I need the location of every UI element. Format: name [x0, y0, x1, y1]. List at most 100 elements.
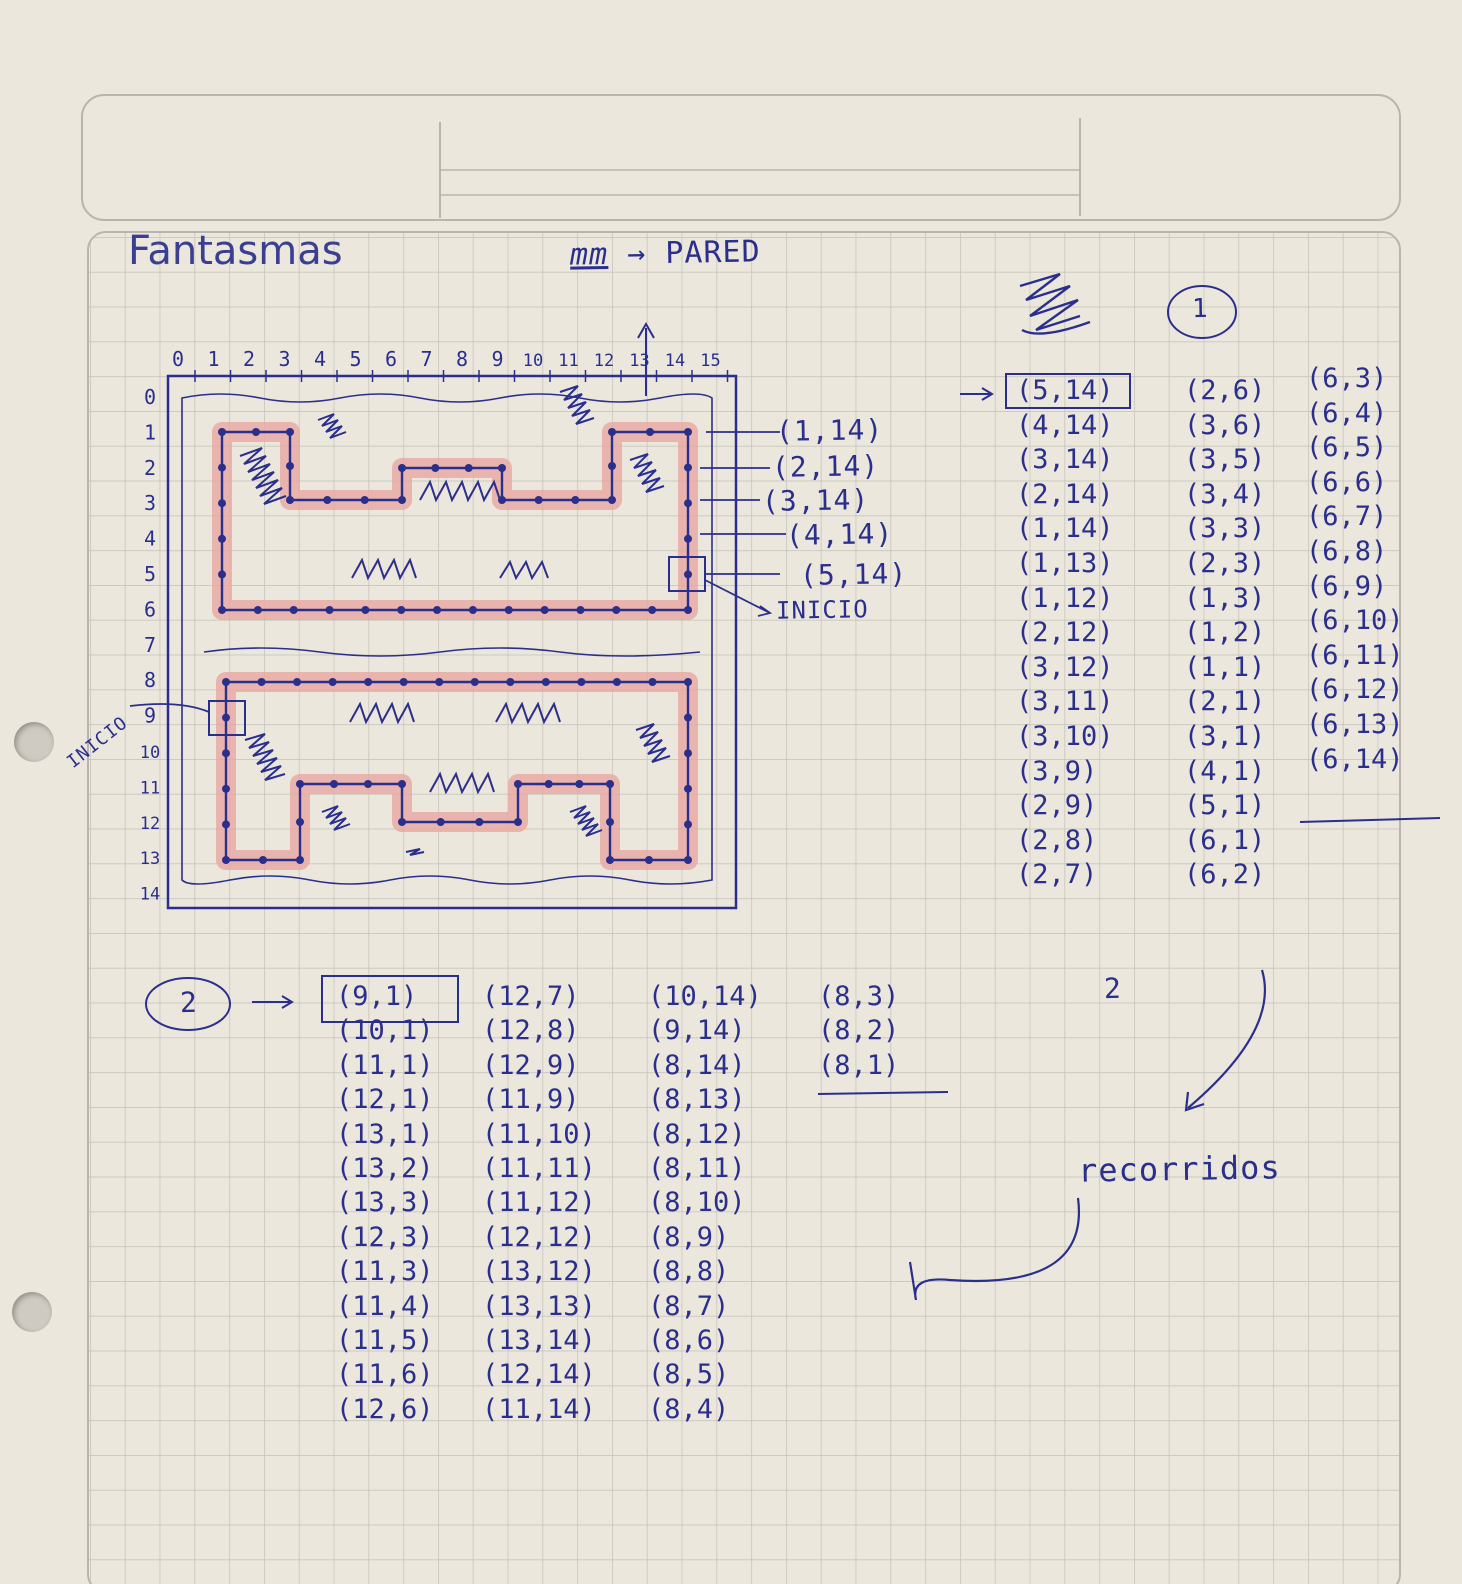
coordinate-entry: (6,8) [1306, 535, 1388, 567]
route-dot [259, 856, 267, 864]
row-label: 0 [144, 385, 156, 409]
column-label: 13 [629, 351, 649, 371]
route-dot [218, 570, 226, 579]
callout-label: (4,14) [785, 517, 894, 552]
route-dot [222, 784, 230, 793]
coordinate-entry: (5,14) [1016, 375, 1114, 406]
route-dot [435, 678, 444, 686]
coordinate-entry: (11,6) [336, 1359, 434, 1391]
route-dot [684, 570, 692, 579]
coordinate-entry: (8,10) [648, 1187, 746, 1219]
list-end-line [817, 1091, 949, 1095]
route-dot [608, 462, 616, 470]
column-label: 8 [456, 347, 468, 371]
coordinate-entry: (6,9) [1306, 570, 1388, 602]
column-label: 3 [278, 347, 290, 371]
route-dot [360, 496, 369, 504]
route-dot [222, 713, 230, 722]
column-label: 11 [558, 351, 578, 371]
route-dot [514, 780, 522, 788]
route-1-list: (5,14)(4,14)(3,14)(2,14)(1,14)(1,13)(1,1… [1016, 374, 1114, 893]
coordinate-entry: (12,1) [336, 1084, 434, 1116]
route-dot [544, 780, 553, 788]
route-dot [286, 462, 294, 470]
route-dot [606, 780, 614, 788]
coordinate-entry: (6,10) [1306, 605, 1404, 637]
callout-label: (2,14) [771, 449, 880, 484]
route-dot [398, 496, 406, 504]
route-dot [218, 534, 226, 543]
maze-inner-wavy-wall [181, 393, 713, 885]
coordinate-entry: (3,9) [1016, 755, 1098, 787]
coordinate-entry: (2,9) [1016, 790, 1098, 822]
row-label: 13 [140, 849, 160, 869]
route-dot [684, 678, 692, 686]
route-dot [684, 463, 692, 472]
coordinate-entry: (1,1) [1184, 651, 1266, 683]
coordinate-entry: (13,1) [336, 1118, 434, 1150]
route-dot [648, 678, 657, 686]
route-dot [296, 818, 304, 826]
route-dot [397, 606, 406, 614]
coordinate-entry: (13,13) [482, 1290, 596, 1322]
route-dot [504, 606, 513, 614]
coordinate-entry: (10,1) [336, 1015, 434, 1047]
route-1-list: (6,3)(6,4)(6,5)(6,6)(6,7)(6,8)(6,9)(6,10… [1306, 362, 1404, 777]
route-dot [364, 678, 373, 686]
coordinate-entry: (6,1) [1184, 824, 1266, 856]
callout-label: (3,14) [761, 483, 870, 518]
coordinate-entry: (12,12) [482, 1221, 596, 1253]
row-label: 9 [144, 704, 156, 728]
route-dot [464, 464, 473, 472]
row-label: 10 [140, 743, 160, 763]
coordinate-entry: (6,14) [1306, 743, 1404, 775]
coordinate-entry: (2,3) [1184, 547, 1266, 579]
coordinate-entry: (4,14) [1016, 409, 1114, 441]
route-dot [323, 496, 332, 504]
coordinate-entry: (13,14) [482, 1324, 596, 1356]
route-2-list: (10,14)(9,14)(8,14)(8,13)(8,12)(8,11)(8,… [648, 980, 762, 1427]
coordinate-entry: (2,8) [1016, 824, 1098, 856]
curved-arrow-icon [908, 1197, 1081, 1301]
column-label: 5 [349, 347, 361, 371]
route-dot [328, 678, 337, 686]
row-label: 11 [140, 778, 160, 798]
coordinate-entry: (3,6) [1184, 409, 1266, 441]
coordinate-entry: (11,5) [336, 1324, 434, 1356]
coordinate-entry: (11,3) [336, 1256, 434, 1288]
coordinate-entry: (8,11) [648, 1152, 746, 1184]
route-1-number: 1 [1191, 293, 1209, 325]
route-dot [506, 678, 515, 686]
row-label: 5 [144, 562, 156, 586]
coordinate-entry: (2,6) [1184, 375, 1266, 406]
route-2-first-box [321, 975, 459, 1023]
coordinate-entry: (13,12) [482, 1256, 596, 1288]
route-dot [468, 606, 477, 614]
route-2-number: 2 [179, 985, 199, 1020]
coordinate-entry: (10,14) [648, 981, 762, 1012]
route-dot [399, 678, 408, 686]
coordinate-entry: (3,10) [1016, 720, 1114, 752]
route-dot [398, 464, 406, 472]
coordinate-entry: (6,6) [1306, 466, 1388, 498]
route-dot [684, 713, 692, 722]
route-dot [470, 678, 479, 686]
column-label: 12 [594, 351, 614, 371]
recorridos-label: recorridos [1077, 1148, 1281, 1190]
route-2-circle [145, 977, 231, 1031]
route-dot [684, 749, 692, 758]
highlight-path-1 [212, 422, 698, 620]
middle-wall [203, 647, 701, 657]
coordinate-entry: (8,8) [648, 1256, 730, 1288]
route-dot [222, 856, 230, 864]
callout-lines [129, 431, 786, 713]
route-dot [257, 678, 266, 686]
column-label: 4 [314, 347, 326, 371]
column-label: 2 [243, 347, 255, 371]
route-dot [684, 606, 692, 614]
route-dot [253, 606, 262, 614]
coordinate-entry: (2,1) [1184, 686, 1266, 718]
coordinate-entry: (8,4) [648, 1393, 730, 1425]
